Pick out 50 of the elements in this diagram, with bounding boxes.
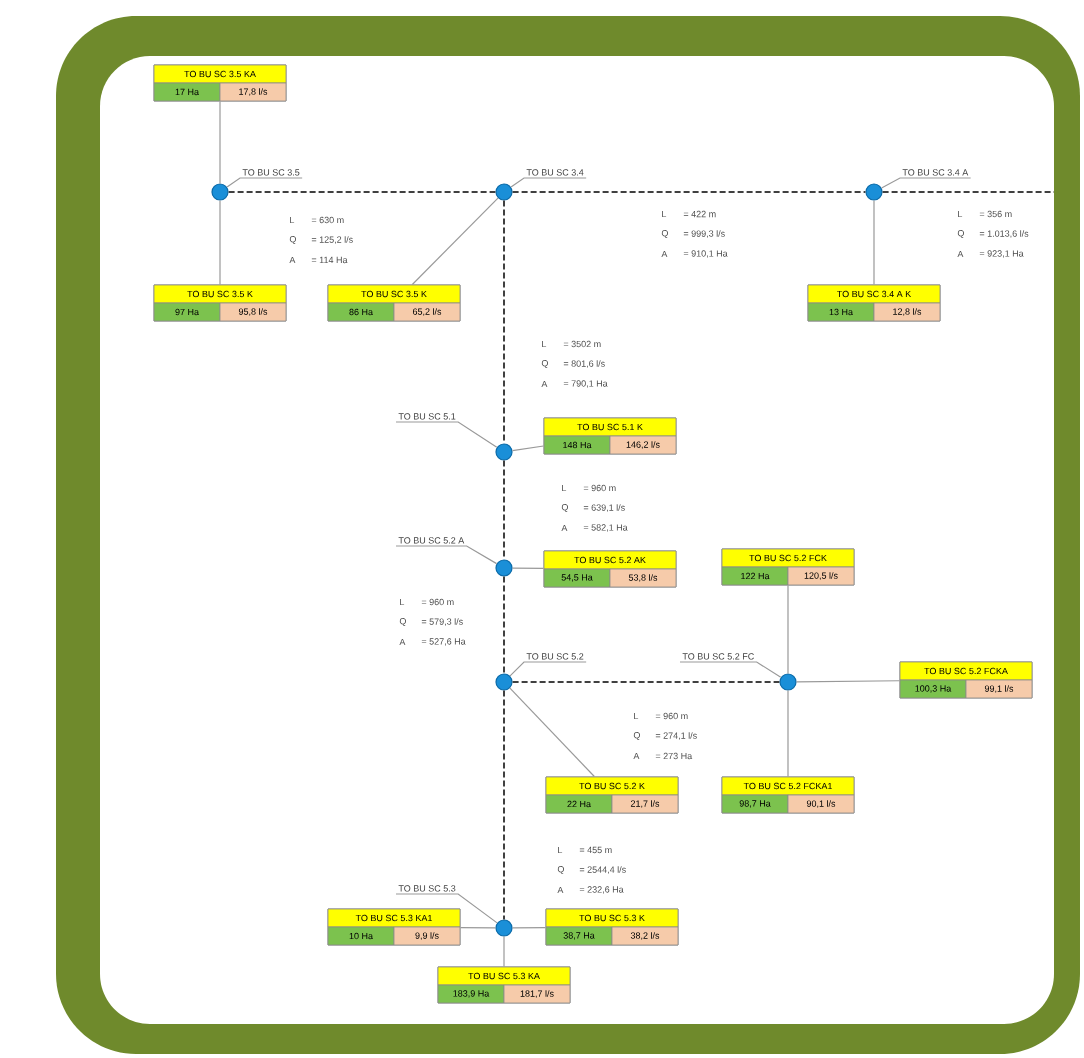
pipe-line: [503, 689, 505, 921]
pipe-line: [787, 690, 789, 778]
station-table: [327, 284, 461, 322]
junction-node: [495, 919, 513, 937]
pipe-line: [503, 459, 505, 561]
pipe-line: [873, 200, 875, 286]
station-table: [153, 64, 287, 102]
leader-line: [226, 177, 303, 188]
junction-node: [865, 183, 883, 201]
station-table: [807, 284, 941, 322]
station-table: [899, 661, 1033, 699]
pipe-line: [503, 936, 505, 968]
pipe-line: [787, 584, 789, 674]
leader-line: [395, 545, 498, 565]
junction-node: [211, 183, 229, 201]
station-table: [327, 908, 461, 946]
junction-node: [779, 673, 797, 691]
station-table: [543, 550, 677, 588]
pipe-line: [511, 681, 781, 683]
pipe-line: [411, 197, 499, 286]
station-table: [543, 417, 677, 455]
station-table: [721, 776, 855, 814]
pipe-line: [227, 191, 497, 193]
station-table: [437, 966, 571, 1004]
pipe-line: [796, 680, 901, 683]
pipe-line: [503, 575, 505, 675]
pipe-line: [509, 687, 595, 778]
leader-line: [510, 177, 587, 188]
junction-node: [495, 559, 513, 577]
pipe-line: [459, 927, 496, 929]
leader-line: [395, 421, 498, 448]
pipe-line: [219, 200, 221, 286]
pipe-line: [511, 445, 545, 452]
station-table: [545, 776, 679, 814]
station-table: [545, 908, 679, 946]
junction-node: [495, 443, 513, 461]
leader-line: [880, 177, 972, 189]
leader-line: [395, 893, 498, 924]
pipe-line: [512, 927, 547, 929]
leader-line: [509, 661, 587, 677]
junction-node: [495, 183, 513, 201]
pipe-line: [503, 199, 505, 445]
station-table: [721, 548, 855, 586]
pipe-line: [512, 567, 545, 569]
pipe-line: [219, 100, 221, 184]
junction-node: [495, 673, 513, 691]
leader-line: [679, 661, 782, 678]
station-table: [153, 284, 287, 322]
pipe-line: [881, 191, 1055, 193]
pipe-line: [511, 191, 867, 193]
